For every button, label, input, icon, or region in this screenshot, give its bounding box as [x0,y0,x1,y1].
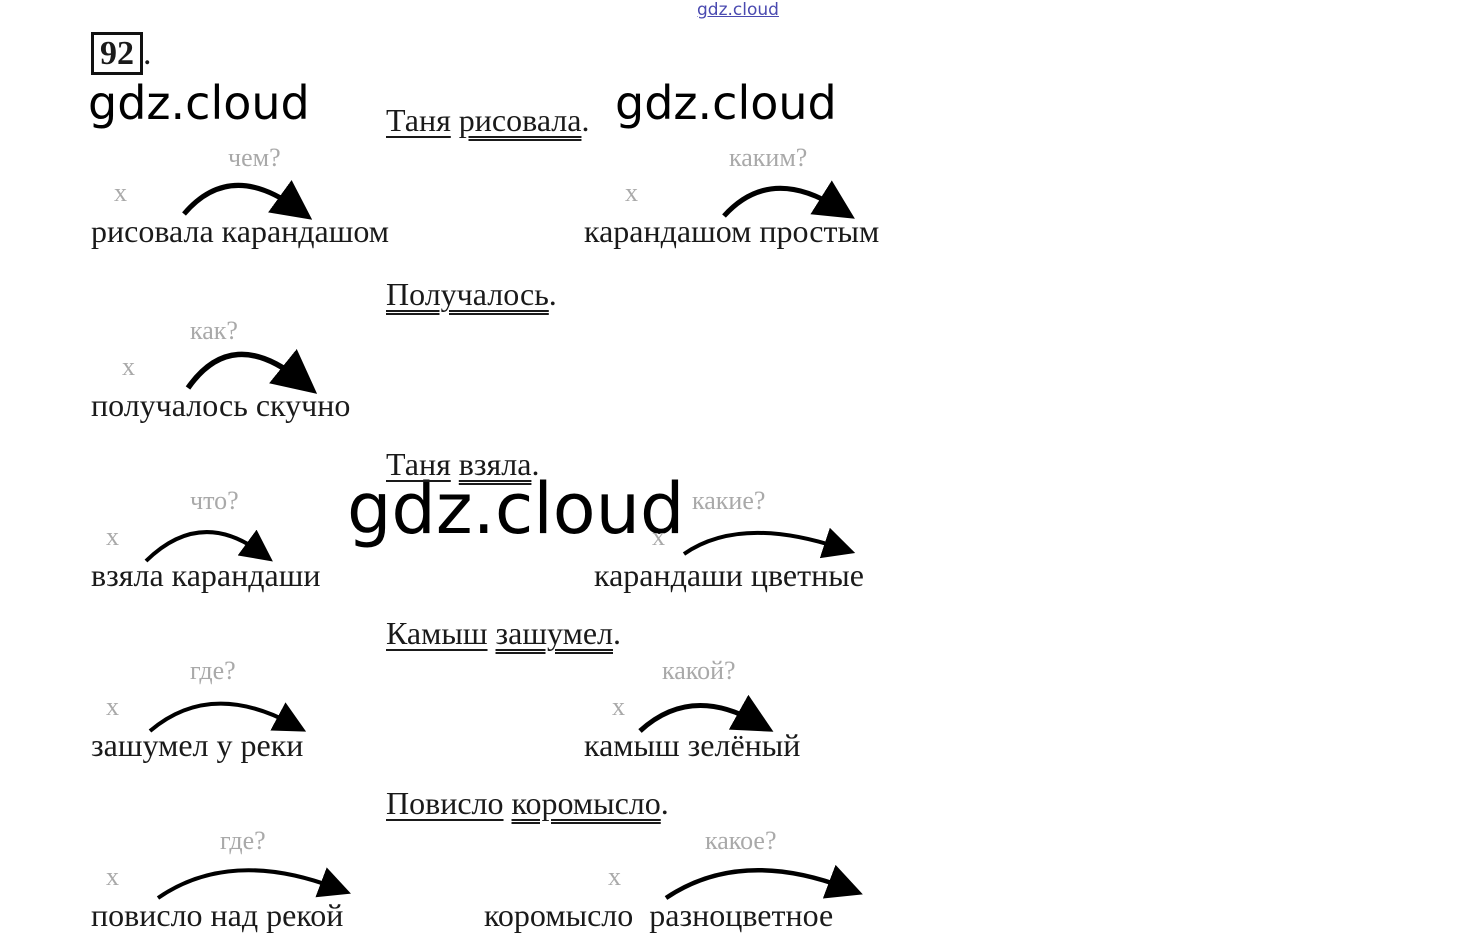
sentence-1: Таня рисовала. [386,102,590,138]
cross-mark-4: x [106,522,119,551]
question-4: что? [190,486,239,515]
arrow-6 [148,701,307,733]
sentence-5-predicate: коромысло [511,785,661,821]
phrase-5: карандаши цветные [594,557,864,593]
arrow-1 [182,180,313,220]
sentence-2-predicate: Получалось [386,276,549,312]
question-6: где? [190,656,236,685]
cross-mark-7: x [612,692,625,721]
phrase-3: получалось скучно [91,387,351,423]
sentence-4-subject: Камыш [386,615,488,651]
arrow-9 [664,864,863,900]
arrow-2 [722,180,855,219]
watermark-1: gdz.cloud [88,76,310,130]
question-5: какие? [692,486,766,515]
phrase-1: рисовала карандашом [91,213,390,249]
phrase-4: взяла карандаши [91,557,321,593]
task-number-box: 92 [91,32,143,75]
watermark-3: gdz.cloud [347,468,685,550]
arrow-8 [156,867,351,900]
sentence-1-subject: Таня [386,102,451,138]
sentence-2: Получалось. [386,276,557,312]
cross-mark-3: x [122,352,135,381]
question-7: какой? [662,656,736,685]
task-number-dot: . [143,35,152,72]
sentence-4: Камыш зашумел. [386,615,621,651]
task-number: 92. [91,32,152,75]
sentence-3-subject: Таня [386,446,451,482]
cross-mark-5: x [652,522,665,551]
question-1: чем? [228,143,281,172]
sentence-3: Таня взяла. [386,446,540,482]
question-3: как? [190,316,238,345]
sentence-5: Повисло коромысло. [386,785,669,821]
watermark-2: gdz.cloud [615,76,837,130]
question-8: где? [220,826,266,855]
arrow-7 [638,694,774,733]
arrow-4 [144,529,273,563]
cross-mark-2: x [625,178,638,207]
cross-mark-9: x [608,862,621,891]
sentence-4-predicate: зашумел [495,615,613,651]
phrase-6: зашумел у реки [91,727,304,763]
question-9: какое? [705,826,777,855]
cross-mark-6: x [106,692,119,721]
cross-mark-8: x [106,862,119,891]
sentence-5-subject: Повисло [386,785,504,821]
arrow-3 [185,349,318,394]
phrase-9: коромысло разноцветное [484,897,834,933]
phrase-2: карандашом простым [584,213,880,249]
phrase-7: камыш зелёный [584,727,801,763]
sentence-1-predicate: рисовала [458,102,582,138]
arrow-5 [682,527,856,559]
cross-mark-1: x [114,178,127,207]
sentence-3-predicate: взяла [458,446,532,482]
phrase-8: повисло над рекой [91,897,344,933]
watermark-top: gdz.cloud [697,0,779,20]
question-2: каким? [729,143,808,172]
